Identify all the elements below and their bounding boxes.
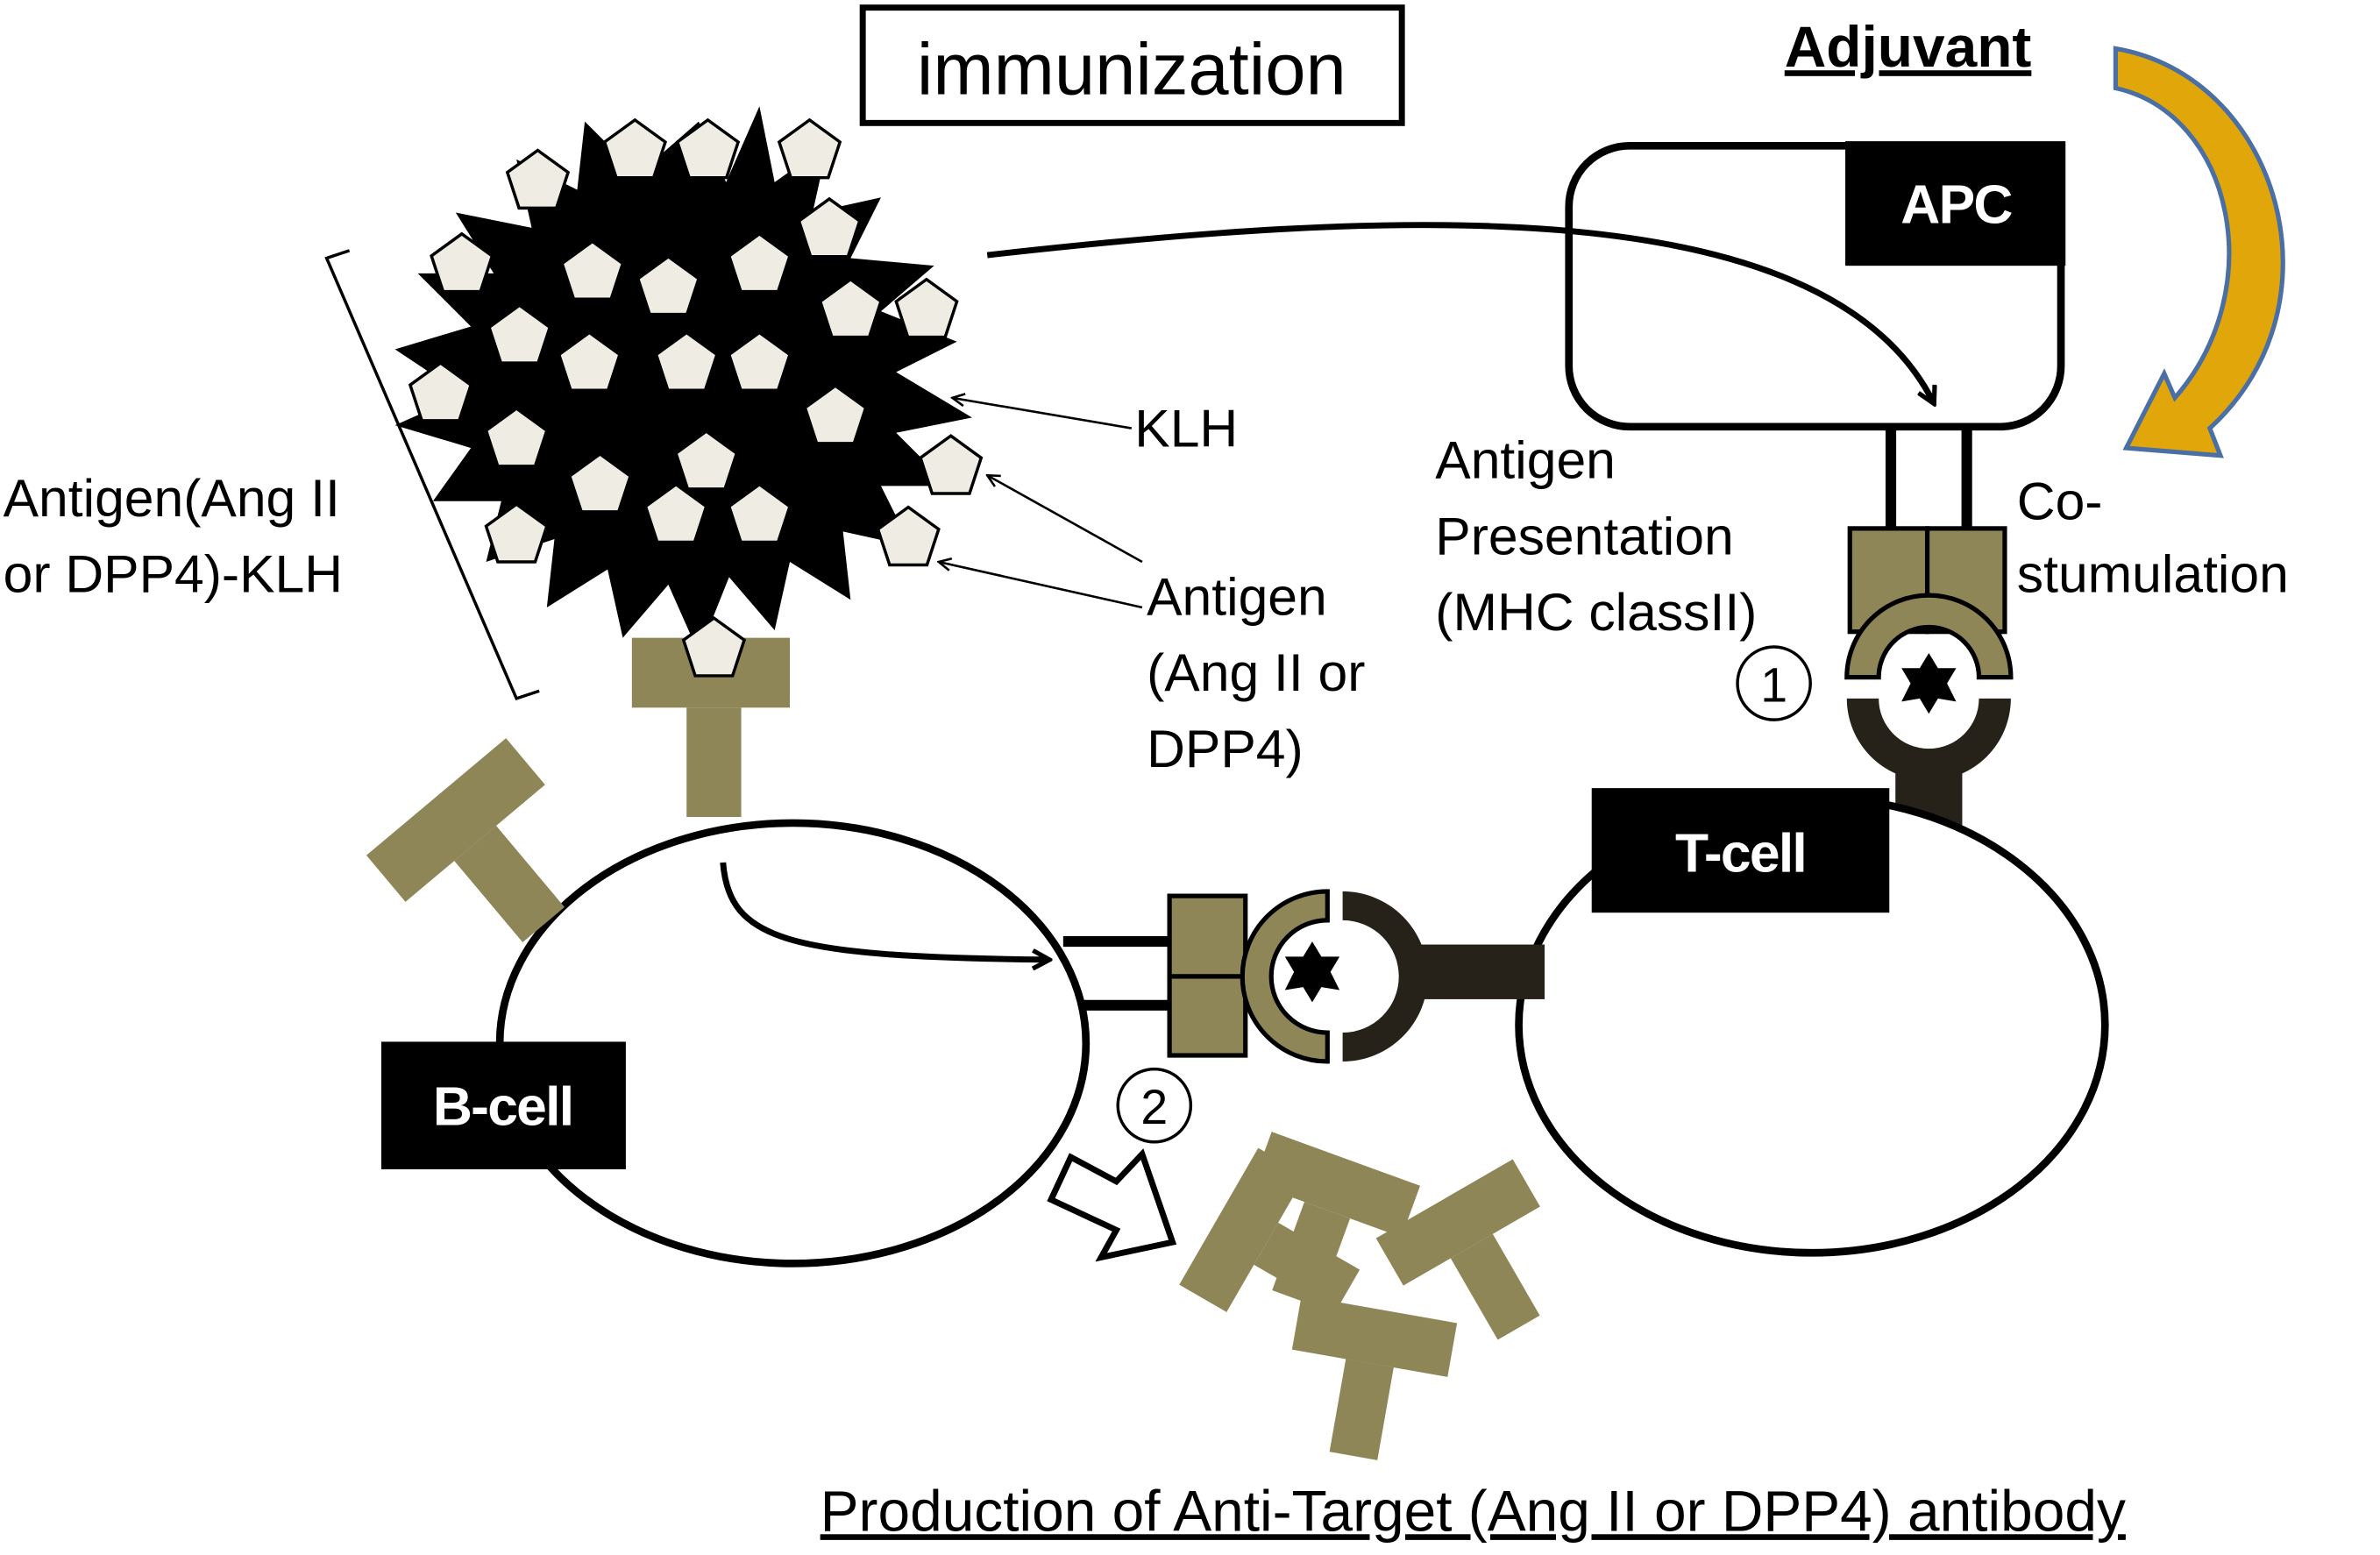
antibody-2 <box>1253 1132 1420 1308</box>
antigen-pentagon <box>681 615 747 678</box>
tcell-label-box: T-cell <box>1591 788 1890 913</box>
antigen-pentagon <box>918 434 984 495</box>
bcell-label-box: B-cell <box>380 1041 626 1169</box>
svg-text:Antigen: Antigen <box>1435 430 1616 490</box>
antigen-pentagon <box>484 502 549 564</box>
title-text: immunization <box>917 28 1346 110</box>
production-arrow <box>1047 1148 1177 1262</box>
antigen-pentagon <box>643 482 708 544</box>
svg-text:(MHC classII): (MHC classII) <box>1435 582 1757 642</box>
step-1-badge: 1 <box>1736 645 1812 721</box>
antigen-pentagon <box>818 277 883 339</box>
antigen-pentagon <box>557 330 622 392</box>
adjuvant-arrow <box>2113 46 2285 458</box>
antigen-pentagon <box>430 231 494 294</box>
antigen-pentagon <box>602 117 667 180</box>
antigen-pentagon <box>484 406 549 468</box>
antigen-pentagon <box>487 303 552 365</box>
antigen-klh-conjugate <box>394 106 984 678</box>
antigen-pentagon <box>803 383 868 445</box>
antigen-pentagon <box>727 330 792 392</box>
antigen-pentagon <box>567 451 633 514</box>
mhc-complex-upper <box>1844 526 2014 835</box>
antigen-pentagon <box>505 148 571 210</box>
svg-text:stumulation: stumulation <box>2017 544 2289 604</box>
adjuvant-label: Adjuvant <box>1785 14 2032 79</box>
antigen-pentagon <box>408 360 473 422</box>
antigen-pentagon <box>876 505 941 567</box>
bottom-caption: Production of Anti-Target (Ang II or DPP… <box>821 1478 2126 1543</box>
internalization-arrow <box>720 862 1048 960</box>
svg-text:Antigen(Ang II: Antigen(Ang II <box>4 468 340 528</box>
svg-text:Antigen: Antigen <box>1147 567 1327 627</box>
antigen-peptide-star <box>1901 652 1957 714</box>
costim-label: Co- stumulation <box>2017 471 2289 603</box>
antigen-pentagon <box>560 239 625 302</box>
bcell-label: B-cell <box>433 1077 572 1138</box>
antigen-pentagon <box>654 330 719 392</box>
antigen-pentagon <box>797 196 862 259</box>
antigen-pentagon <box>727 482 792 544</box>
apc-label: APC <box>1900 175 2012 236</box>
klh-label: KLH <box>1134 398 1238 458</box>
bt-synapse <box>1062 889 1545 1064</box>
svg-text:Co-: Co- <box>2017 471 2103 530</box>
title-box: immunization <box>859 4 1405 126</box>
antigen-pentagon <box>675 117 741 180</box>
produced-antibodies <box>1179 1132 1540 1460</box>
mhc-stems <box>1885 426 1972 532</box>
conjugate-label: Antigen(Ang II or DPP4)-KLH <box>4 468 343 604</box>
antigen-pentagon <box>727 231 792 294</box>
svg-text:2: 2 <box>1140 1080 1168 1134</box>
step-2-badge: 2 <box>1116 1067 1193 1144</box>
antigen-pentagon <box>894 277 959 339</box>
presentation-label: Antigen Presentation (MHC classII) <box>1435 430 1757 642</box>
antigen-pentagon <box>777 117 842 180</box>
antibody-4 <box>1291 1296 1458 1460</box>
svg-text:or DPP4)-KLH: or DPP4)-KLH <box>4 544 343 604</box>
svg-text:1: 1 <box>1760 657 1787 712</box>
conjugate-bracket <box>324 249 540 701</box>
antibody-free <box>366 738 565 942</box>
svg-text:DPP4): DPP4) <box>1147 719 1304 778</box>
tcell-label: T-cell <box>1675 823 1806 884</box>
svg-text:Presentation: Presentation <box>1435 506 1733 565</box>
svg-text:(Ang II or: (Ang II or <box>1147 643 1365 702</box>
antigen-label: Antigen (Ang II or DPP4) <box>1147 567 1365 778</box>
antigen-uptake-arrow <box>986 222 1933 402</box>
antigen-pentagon <box>674 429 739 491</box>
antibody-3 <box>1375 1159 1540 1340</box>
antigen-pentagons <box>408 117 984 678</box>
apc-label-box: APC <box>1845 141 2066 266</box>
antigen-pentagon <box>636 254 701 316</box>
